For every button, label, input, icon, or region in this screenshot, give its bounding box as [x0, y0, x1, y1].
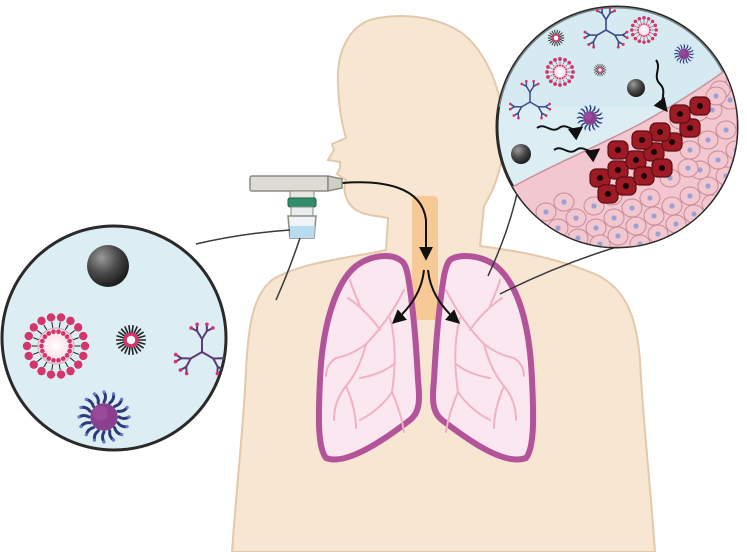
metal-nanoparticle-icon	[87, 245, 129, 287]
dendrimer-icon	[173, 322, 226, 376]
left-bronchus-arrow	[391, 269, 425, 324]
micelle-icon	[77, 390, 131, 444]
micelle-small-icon	[116, 325, 146, 355]
lungs-icon	[315, 253, 537, 463]
left-airway-branches	[325, 279, 405, 433]
nanoparticle-zoom-icon	[0, 224, 228, 452]
tumor-tissue-zoom-icon	[495, 5, 739, 249]
inhalation-arrow	[341, 181, 433, 261]
right-bronchus-arrow	[427, 269, 461, 324]
zoom-connector-right-2	[499, 245, 621, 295]
diffusion-arrows	[536, 59, 668, 163]
nebulizer-icon	[195, 175, 343, 301]
right-lung	[430, 253, 537, 463]
tumor-cells	[589, 96, 711, 204]
right-airway-branches	[445, 279, 525, 433]
mouthpiece-icon	[249, 175, 343, 192]
liposome-icon	[22, 313, 90, 379]
airflow-arrows	[341, 181, 461, 324]
